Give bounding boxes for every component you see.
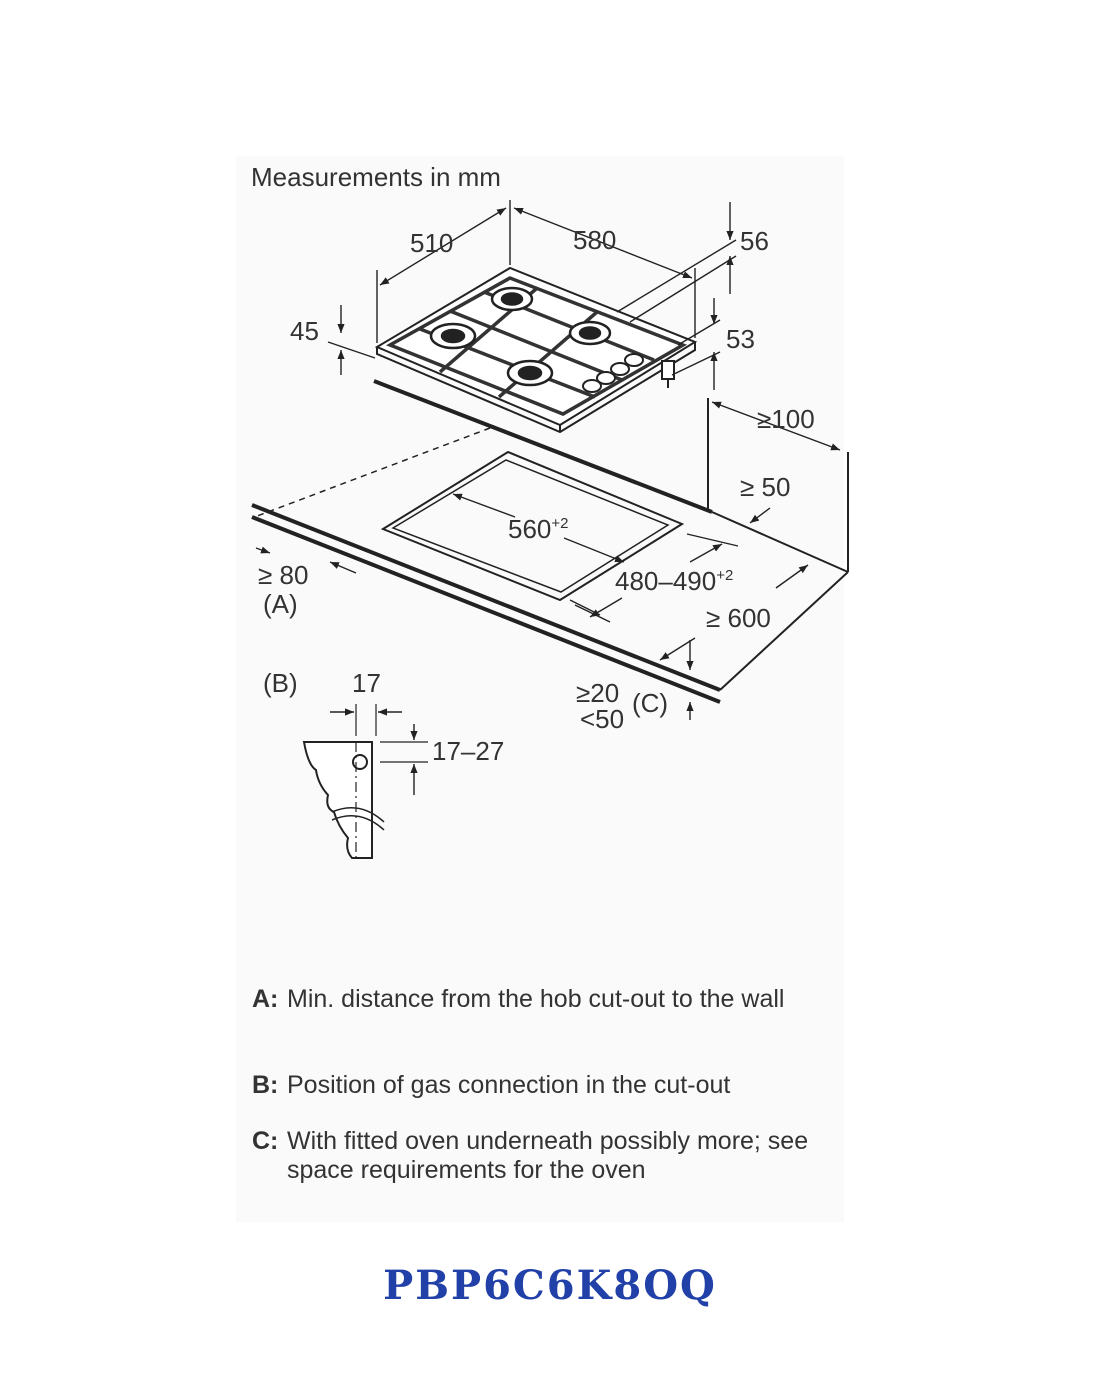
legend-text: With fitted oven underneath possibly mor…: [287, 1127, 809, 1184]
worktop-drawing: [251, 379, 849, 704]
detail-b-drawing: [302, 704, 428, 859]
legend-item-a: A: Min. distance from the hob cut-out to…: [252, 985, 832, 1014]
knob-4-icon: [624, 353, 644, 367]
legend-item-b: B: Position of gas connection in the cut…: [252, 1071, 832, 1100]
dim-side-clearance: ≥100: [757, 404, 815, 434]
hob-drawing: [374, 266, 698, 434]
legend-key: A:: [252, 985, 279, 1013]
dim-worktop-thickness-left: 45: [290, 316, 319, 346]
burner-right: [568, 320, 612, 346]
dim-hob-height-above: 56: [740, 226, 769, 256]
burner-left: [429, 322, 477, 350]
dimension-lines: [255, 200, 841, 720]
burners: [429, 286, 612, 387]
dim-worktop-thickness-max: <50: [580, 704, 624, 734]
marker-b: (B): [263, 668, 298, 698]
marker-a: (A): [263, 589, 298, 619]
dim-hob-height-below: 53: [726, 324, 755, 354]
dim-wall-clearance: ≥ 80: [258, 560, 308, 590]
model-number: PBP6C6K8OQ: [383, 1262, 717, 1309]
installation-diagram: Measurements in mm 510 580 56 45 53 ≥100…: [251, 162, 849, 859]
dim-cutout-depth: 480–490+2: [615, 566, 733, 596]
dim-detail-offset: 17–27: [432, 736, 504, 766]
units-label: Measurements in mm: [251, 162, 501, 192]
legend-key: B:: [252, 1071, 279, 1099]
knob-3-icon: [610, 362, 630, 376]
knob-1-icon: [582, 379, 602, 393]
knob-2-icon: [596, 371, 616, 385]
legend-text: Min. distance from the hob cut-out to th…: [287, 985, 785, 1013]
marker-c: (C): [632, 688, 668, 718]
burner-rear: [490, 286, 534, 312]
dim-worktop-thickness-min: ≥20: [576, 678, 619, 708]
gas-connector: [661, 360, 675, 388]
control-knobs: [582, 353, 644, 393]
dim-front-clearance: ≥ 50: [740, 472, 790, 502]
dim-cutout-width: 560+2: [508, 514, 569, 544]
dim-detail-gap: 17: [352, 668, 381, 698]
legend-item-c: C: With fitted oven underneath possibly …: [252, 1127, 832, 1185]
legend-key: C:: [252, 1127, 279, 1155]
gas-connection-point-icon: [352, 754, 368, 770]
dim-worktop-depth: ≥ 600: [706, 603, 771, 633]
dim-hob-depth: 510: [410, 228, 453, 258]
burner-front: [506, 359, 554, 387]
dim-hob-width: 580: [573, 225, 616, 255]
legend-text: Position of gas connection in the cut-ou…: [287, 1071, 731, 1099]
worktop-cutout: [380, 450, 685, 602]
